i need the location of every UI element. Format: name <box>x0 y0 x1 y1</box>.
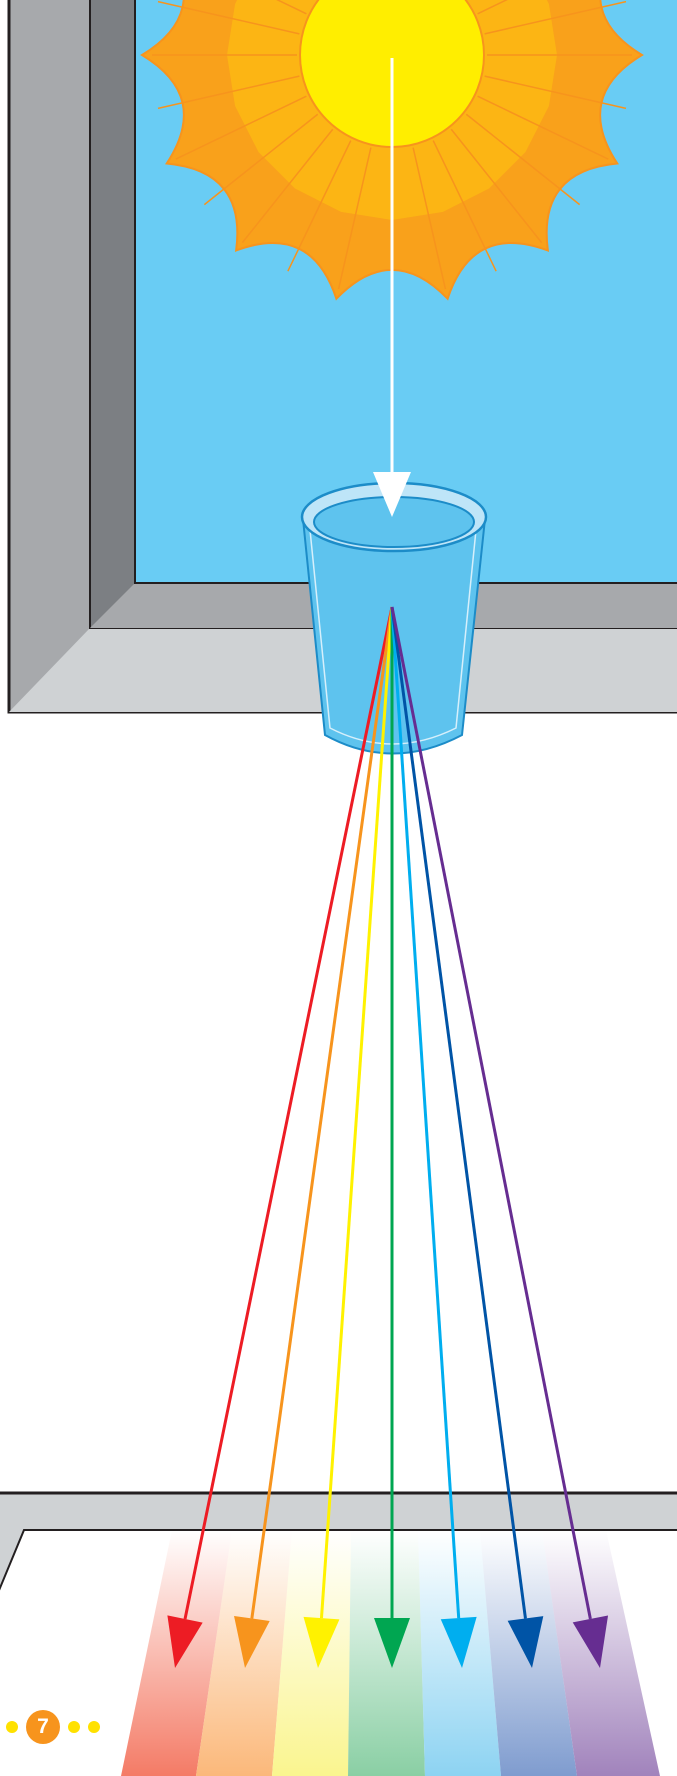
page-dot <box>68 1721 80 1733</box>
ray-red <box>185 607 392 1619</box>
ray-blue <box>392 607 459 1618</box>
page-dot <box>6 1721 18 1733</box>
spectrum-band-green <box>348 1530 425 1776</box>
page-number-badge: 7 <box>26 1710 60 1744</box>
page-dot <box>88 1721 100 1733</box>
ray-orange <box>252 607 392 1618</box>
ray-indigo <box>392 607 525 1618</box>
page-number: 7 <box>37 1715 49 1739</box>
ray-violet <box>392 607 590 1619</box>
ray-yellow <box>321 607 392 1618</box>
page-indicator: 7 <box>6 1709 100 1745</box>
